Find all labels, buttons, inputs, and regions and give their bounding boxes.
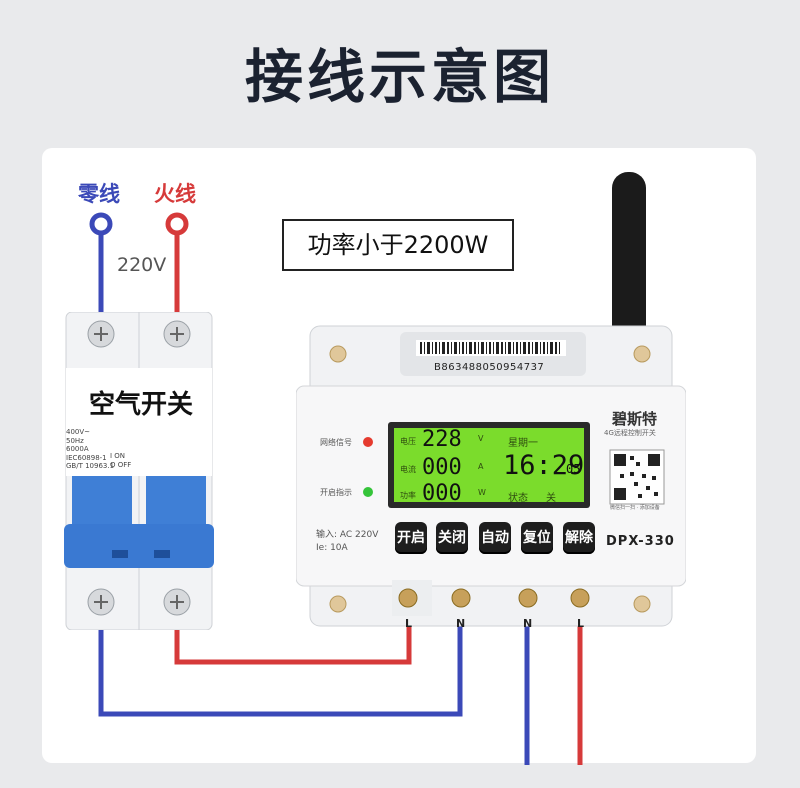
barcode-number: B863488050954737 — [434, 362, 545, 373]
reset-button[interactable]: 复位 — [521, 522, 553, 554]
lcd-weekday: 星期一 — [508, 438, 538, 449]
close-button[interactable]: 关闭 — [436, 522, 468, 554]
voltage-label: 220V — [117, 254, 167, 276]
power-note: 功率小于2200W — [282, 219, 514, 271]
current-rating: Ie: 10A — [316, 543, 348, 553]
neutral-wire-label: 零线 — [78, 182, 120, 206]
breaker-spec: 400V~ 50Hz 6000A IEC60898-1 GB/T 10963.1 — [66, 428, 115, 470]
terminal-label: L — [577, 617, 585, 630]
lcd-voltage-label: 电压 — [400, 437, 416, 446]
model-number: DPX-330 — [606, 534, 675, 549]
lcd-power-label: 功率 — [400, 491, 416, 500]
page-title: 接线示意图 — [244, 43, 555, 111]
breaker-state-labels: I ON O OFF — [110, 452, 132, 469]
lcd-power-unit: W — [478, 488, 486, 497]
lcd-current-value: 000 — [422, 455, 462, 480]
lcd-status-label: 状态 — [508, 493, 528, 504]
auto-button[interactable]: 自动 — [479, 522, 511, 554]
brand-name: 碧斯特 — [612, 410, 658, 428]
live-wire-label: 火线 — [154, 182, 196, 206]
qr-caption: 微信扫一扫 · 添加设备 — [610, 505, 660, 511]
breaker-title: 空气开关 — [88, 390, 193, 420]
lcd-current-unit: A — [478, 462, 484, 471]
network-signal-label: 网络信号 — [320, 438, 352, 447]
power-indicator-label: 开启指示 — [320, 488, 352, 497]
lcd-seconds: 05 — [566, 462, 581, 476]
lcd-status-value: 关 — [546, 493, 556, 504]
lcd-power-value: 000 — [422, 481, 462, 506]
lcd-voltage-unit: V — [478, 434, 484, 443]
input-rating: 输入: AC 220V — [316, 530, 379, 540]
lcd-voltage-value: 228 — [422, 427, 462, 452]
release-button[interactable]: 解除 — [563, 522, 595, 554]
lcd-time: 16:29 — [503, 450, 585, 481]
air-breaker — [64, 312, 214, 630]
brand-subtitle: 4G远程控制开关 — [604, 429, 656, 437]
terminal-label: N — [523, 617, 533, 630]
terminal-label: L — [405, 617, 413, 630]
lcd-current-label: 电流 — [400, 465, 416, 474]
terminal-label: N — [456, 617, 466, 630]
open-button[interactable]: 开启 — [395, 522, 427, 554]
